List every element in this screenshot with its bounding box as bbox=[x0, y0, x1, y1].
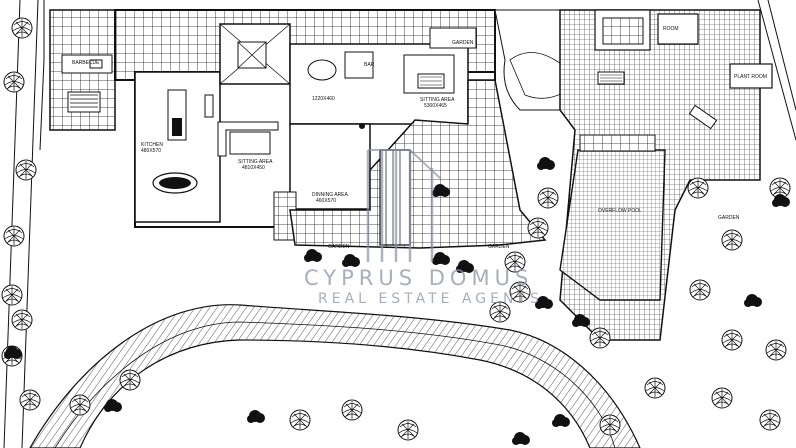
label-garden-top: GARDEN bbox=[452, 40, 474, 46]
bush-icon bbox=[744, 294, 762, 307]
bush-icon bbox=[304, 249, 322, 262]
tree-icon bbox=[341, 399, 363, 421]
tree-icon bbox=[527, 217, 549, 239]
tree-icon bbox=[589, 327, 611, 349]
tree-icon bbox=[1, 284, 23, 306]
tree-icon bbox=[11, 17, 33, 39]
tree-icon bbox=[687, 177, 709, 199]
tree-icon bbox=[11, 309, 33, 331]
label-kitchen: KITCHEN bbox=[141, 142, 163, 148]
tree-icon bbox=[721, 329, 743, 351]
label-dinning-area: DINNING AREA bbox=[312, 192, 349, 198]
tree-icon bbox=[3, 71, 25, 93]
label-sitting-area-1: SITTING AREA bbox=[238, 159, 273, 165]
label-sitting-area-2-dim: 5300X465 bbox=[424, 103, 447, 109]
watermark: CYPRUS DOMUS REAL ESTATE AGENTS bbox=[304, 149, 543, 307]
tree-icon bbox=[759, 409, 781, 431]
tree-icon bbox=[3, 225, 25, 247]
label-overflow-pool: OVERFLOW POOL bbox=[598, 208, 642, 214]
label-sitting-area-2: SITTING AREA bbox=[420, 97, 455, 103]
right-terrace: ROOM PLANT ROOM OVERFLOW POOL GARDEN bbox=[559, 9, 773, 341]
barbecue-area: BARBECUE bbox=[49, 9, 116, 131]
label-bar: BAR bbox=[364, 62, 375, 68]
watermark-line-1: CYPRUS DOMUS bbox=[304, 266, 533, 290]
front-terrace: GARDEN GARDEN bbox=[289, 79, 547, 250]
tree-icon bbox=[711, 387, 733, 409]
tree-icon bbox=[721, 229, 743, 251]
bush-icon bbox=[247, 410, 265, 423]
label-garden-right: GARDEN bbox=[718, 215, 740, 221]
tree-icon bbox=[289, 409, 311, 431]
bush-icon bbox=[552, 414, 570, 427]
bush-icon bbox=[432, 252, 450, 265]
label-room: ROOM bbox=[663, 26, 679, 32]
tree-icon bbox=[69, 394, 91, 416]
label-kitchen-dim: 480X570 bbox=[141, 148, 161, 154]
top-garden: GARDEN bbox=[429, 9, 577, 111]
label-garden-1: GARDEN bbox=[328, 244, 350, 250]
tree-icon bbox=[15, 159, 37, 181]
tree-icon bbox=[765, 339, 787, 361]
label-dimension-top: 1220X460 bbox=[312, 96, 335, 102]
tree-icon bbox=[397, 419, 419, 441]
watermark-line-2: REAL ESTATE AGENTS bbox=[318, 291, 543, 307]
label-sitting-area-1-dim: 4810X450 bbox=[242, 165, 265, 171]
tree-icon bbox=[599, 414, 621, 436]
tree-icon bbox=[537, 187, 559, 209]
tree-icon bbox=[19, 389, 41, 411]
label-plant-room: PLANT ROOM bbox=[734, 74, 767, 80]
label-barbecue: BARBECUE bbox=[72, 60, 100, 66]
label-dinning-area-dim: 460X570 bbox=[316, 198, 336, 204]
tree-icon bbox=[119, 369, 141, 391]
label-garden-2: GARDEN bbox=[488, 244, 510, 250]
tree-icon bbox=[644, 377, 666, 399]
bush-icon bbox=[537, 157, 555, 170]
tree-icon bbox=[689, 279, 711, 301]
bush-icon bbox=[512, 432, 530, 445]
